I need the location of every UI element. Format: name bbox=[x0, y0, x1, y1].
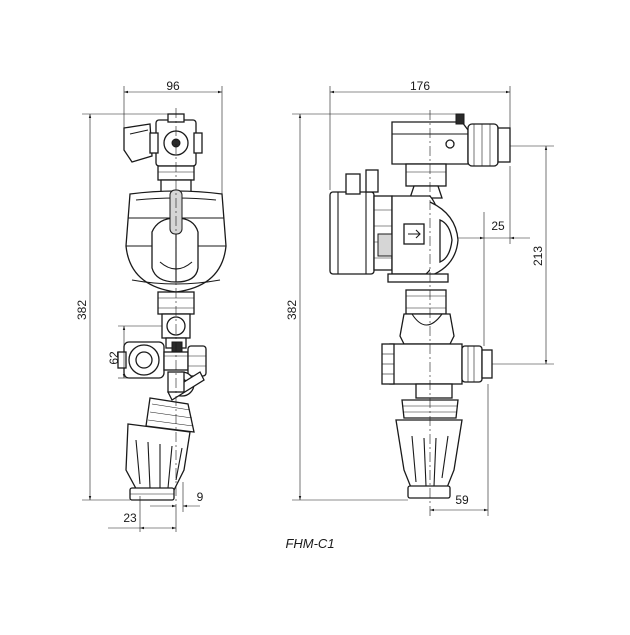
front-view: 96 382 62 23 9 bbox=[75, 79, 227, 532]
front-width-dimension: 96 bbox=[123, 79, 223, 196]
side-pump bbox=[329, 169, 459, 283]
side-filter bbox=[395, 399, 463, 499]
front-height-dimension: 382 bbox=[75, 113, 168, 501]
dim-9-label: 9 bbox=[197, 490, 204, 504]
dim-213-label: 213 bbox=[531, 246, 545, 266]
side-213-dimension: 213 bbox=[492, 145, 554, 365]
front-9-dimension: 9 bbox=[150, 482, 204, 512]
side-lower-body bbox=[381, 289, 493, 399]
side-ball-valve bbox=[391, 113, 511, 199]
dim-25-label: 25 bbox=[491, 219, 505, 233]
dim-96-label: 96 bbox=[166, 79, 180, 93]
front-side-valve bbox=[117, 341, 189, 379]
side-25-dimension: 25 bbox=[458, 166, 530, 346]
side-view: 176 382 213 25 bbox=[285, 79, 554, 516]
front-ball-valve bbox=[123, 113, 203, 193]
dim-382-side-label: 382 bbox=[285, 300, 299, 320]
front-23-dimension: 23 bbox=[108, 496, 177, 532]
dim-382-front-label: 382 bbox=[75, 300, 89, 320]
side-height-dimension: 382 bbox=[285, 113, 456, 501]
front-drain-valve bbox=[167, 345, 207, 401]
front-filter bbox=[125, 397, 195, 501]
side-59-dimension: 59 bbox=[429, 384, 489, 516]
front-62-dimension: 62 bbox=[107, 325, 162, 379]
dim-176-label: 176 bbox=[410, 79, 430, 93]
dim-62-label: 62 bbox=[107, 351, 121, 365]
dim-59-label: 59 bbox=[455, 493, 469, 507]
side-width-dimension: 176 bbox=[329, 79, 511, 190]
drawing-caption: FHM-C1 bbox=[285, 536, 334, 551]
dim-23-label: 23 bbox=[123, 511, 137, 525]
